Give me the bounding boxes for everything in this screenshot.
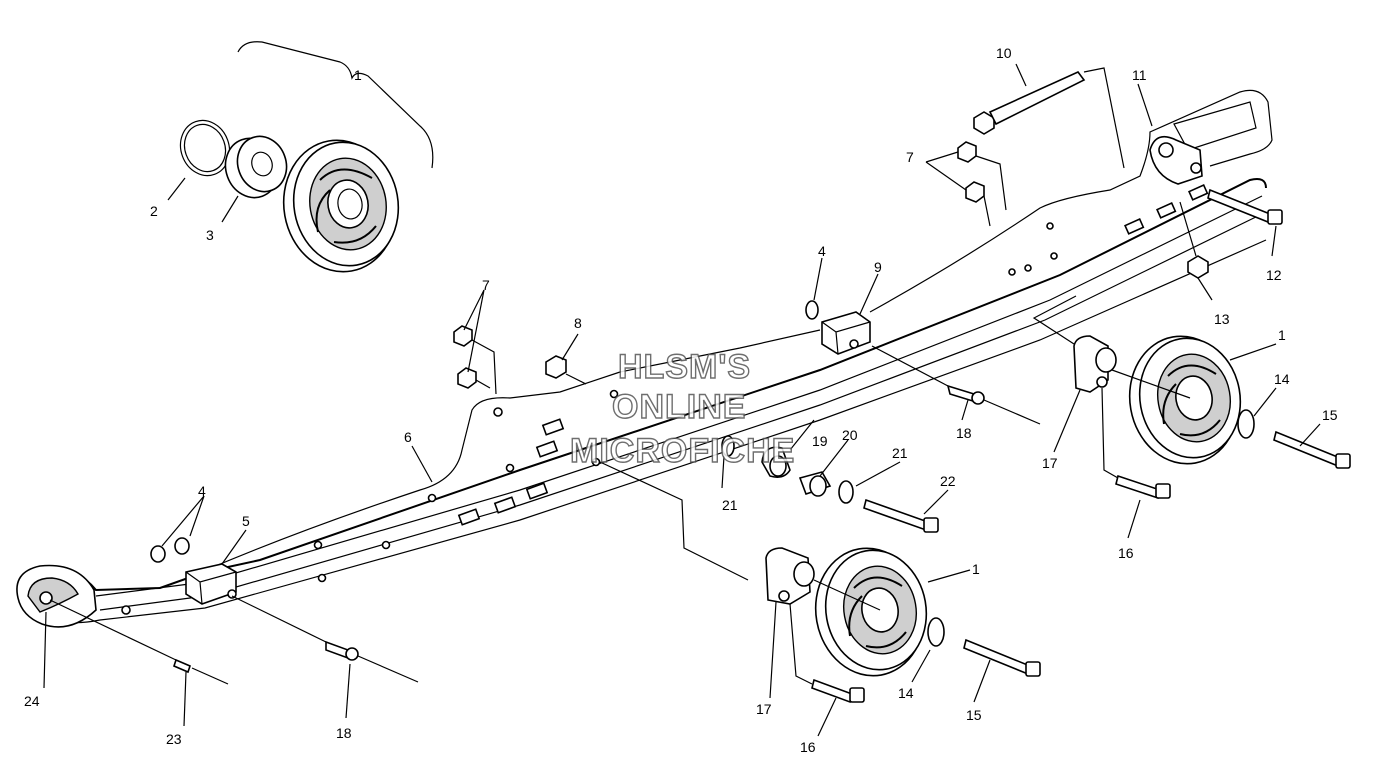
watermark-line-2: ONLINE	[612, 388, 746, 426]
callout-5: 5	[242, 513, 250, 529]
callout-14: 14	[898, 685, 914, 701]
snap-ring	[179, 119, 231, 177]
callout-15: 15	[1322, 407, 1338, 423]
wheel-assembly-rear	[1032, 295, 1351, 500]
callout-21: 21	[892, 445, 908, 461]
block-9	[821, 311, 871, 355]
washer-21b	[838, 480, 854, 504]
callout-12: 12	[1266, 267, 1282, 283]
callout-20: 20	[842, 427, 858, 443]
callout-7: 7	[482, 277, 490, 293]
washer-21	[721, 435, 735, 457]
watermark: HLSM'S ONLINE MICROFICHE	[569, 347, 795, 470]
nut-13	[1187, 255, 1209, 279]
washer-4-mid	[805, 300, 819, 320]
wheel-assembly-front	[599, 461, 1041, 704]
callout-13: 13	[1214, 311, 1230, 327]
washer-14-front	[927, 617, 945, 647]
callout-18: 18	[956, 425, 972, 441]
block-5	[185, 563, 237, 605]
washer-14-rear	[1237, 409, 1255, 439]
bracket-11	[1149, 135, 1203, 185]
callout-1: 1	[354, 67, 362, 83]
callout-17: 17	[756, 701, 772, 717]
callout-1: 1	[972, 561, 980, 577]
callout-7: 7	[906, 149, 914, 165]
slide-rail	[16, 89, 1273, 628]
callout-23: 23	[166, 731, 182, 747]
rail-slots	[457, 184, 1209, 526]
watermark-line-3: MICROFICHE	[570, 432, 795, 470]
callout-labels: 1 2 3 10 11 7 12 13 4 9 7 8 1 14 15 6 18…	[24, 45, 1338, 755]
pivot-hardware	[721, 435, 939, 533]
callout-10: 10	[996, 45, 1012, 61]
callout-11: 11	[1132, 67, 1147, 83]
pin-24	[39, 591, 53, 605]
callout-16: 16	[800, 739, 816, 755]
callout-21: 21	[722, 497, 738, 513]
callout-18: 18	[336, 725, 352, 741]
callout-17: 17	[1042, 455, 1058, 471]
callout-19: 19	[812, 433, 828, 449]
screw-23	[173, 658, 229, 685]
pin-18-front	[325, 640, 419, 683]
callout-22: 22	[940, 473, 956, 489]
callout-8: 8	[574, 315, 582, 331]
screw-12	[1207, 188, 1283, 225]
callout-4: 4	[818, 243, 826, 259]
pin-18-mid	[946, 384, 1041, 425]
callout-16: 16	[1118, 545, 1134, 561]
callout-9: 9	[874, 259, 882, 275]
idler-wheel-top	[282, 139, 400, 273]
washer-4-front	[150, 537, 190, 563]
nut-7-mid	[453, 325, 477, 389]
callout-1: 1	[1278, 327, 1286, 343]
bolt-10	[973, 71, 1086, 135]
callout-14: 14	[1274, 371, 1290, 387]
callout-4: 4	[198, 483, 206, 499]
rail-holes	[121, 222, 1058, 615]
nut-8	[545, 355, 567, 379]
watermark-line-1: HLSM'S	[618, 348, 751, 386]
wheel-assembly-top	[167, 41, 434, 273]
callout-24: 24	[24, 693, 40, 709]
callout-6: 6	[404, 429, 412, 445]
callout-2: 2	[150, 203, 158, 219]
callout-15: 15	[966, 707, 982, 723]
callout-3: 3	[206, 227, 214, 243]
nut-7-top	[957, 141, 985, 203]
leader-lines	[43, 63, 1321, 737]
